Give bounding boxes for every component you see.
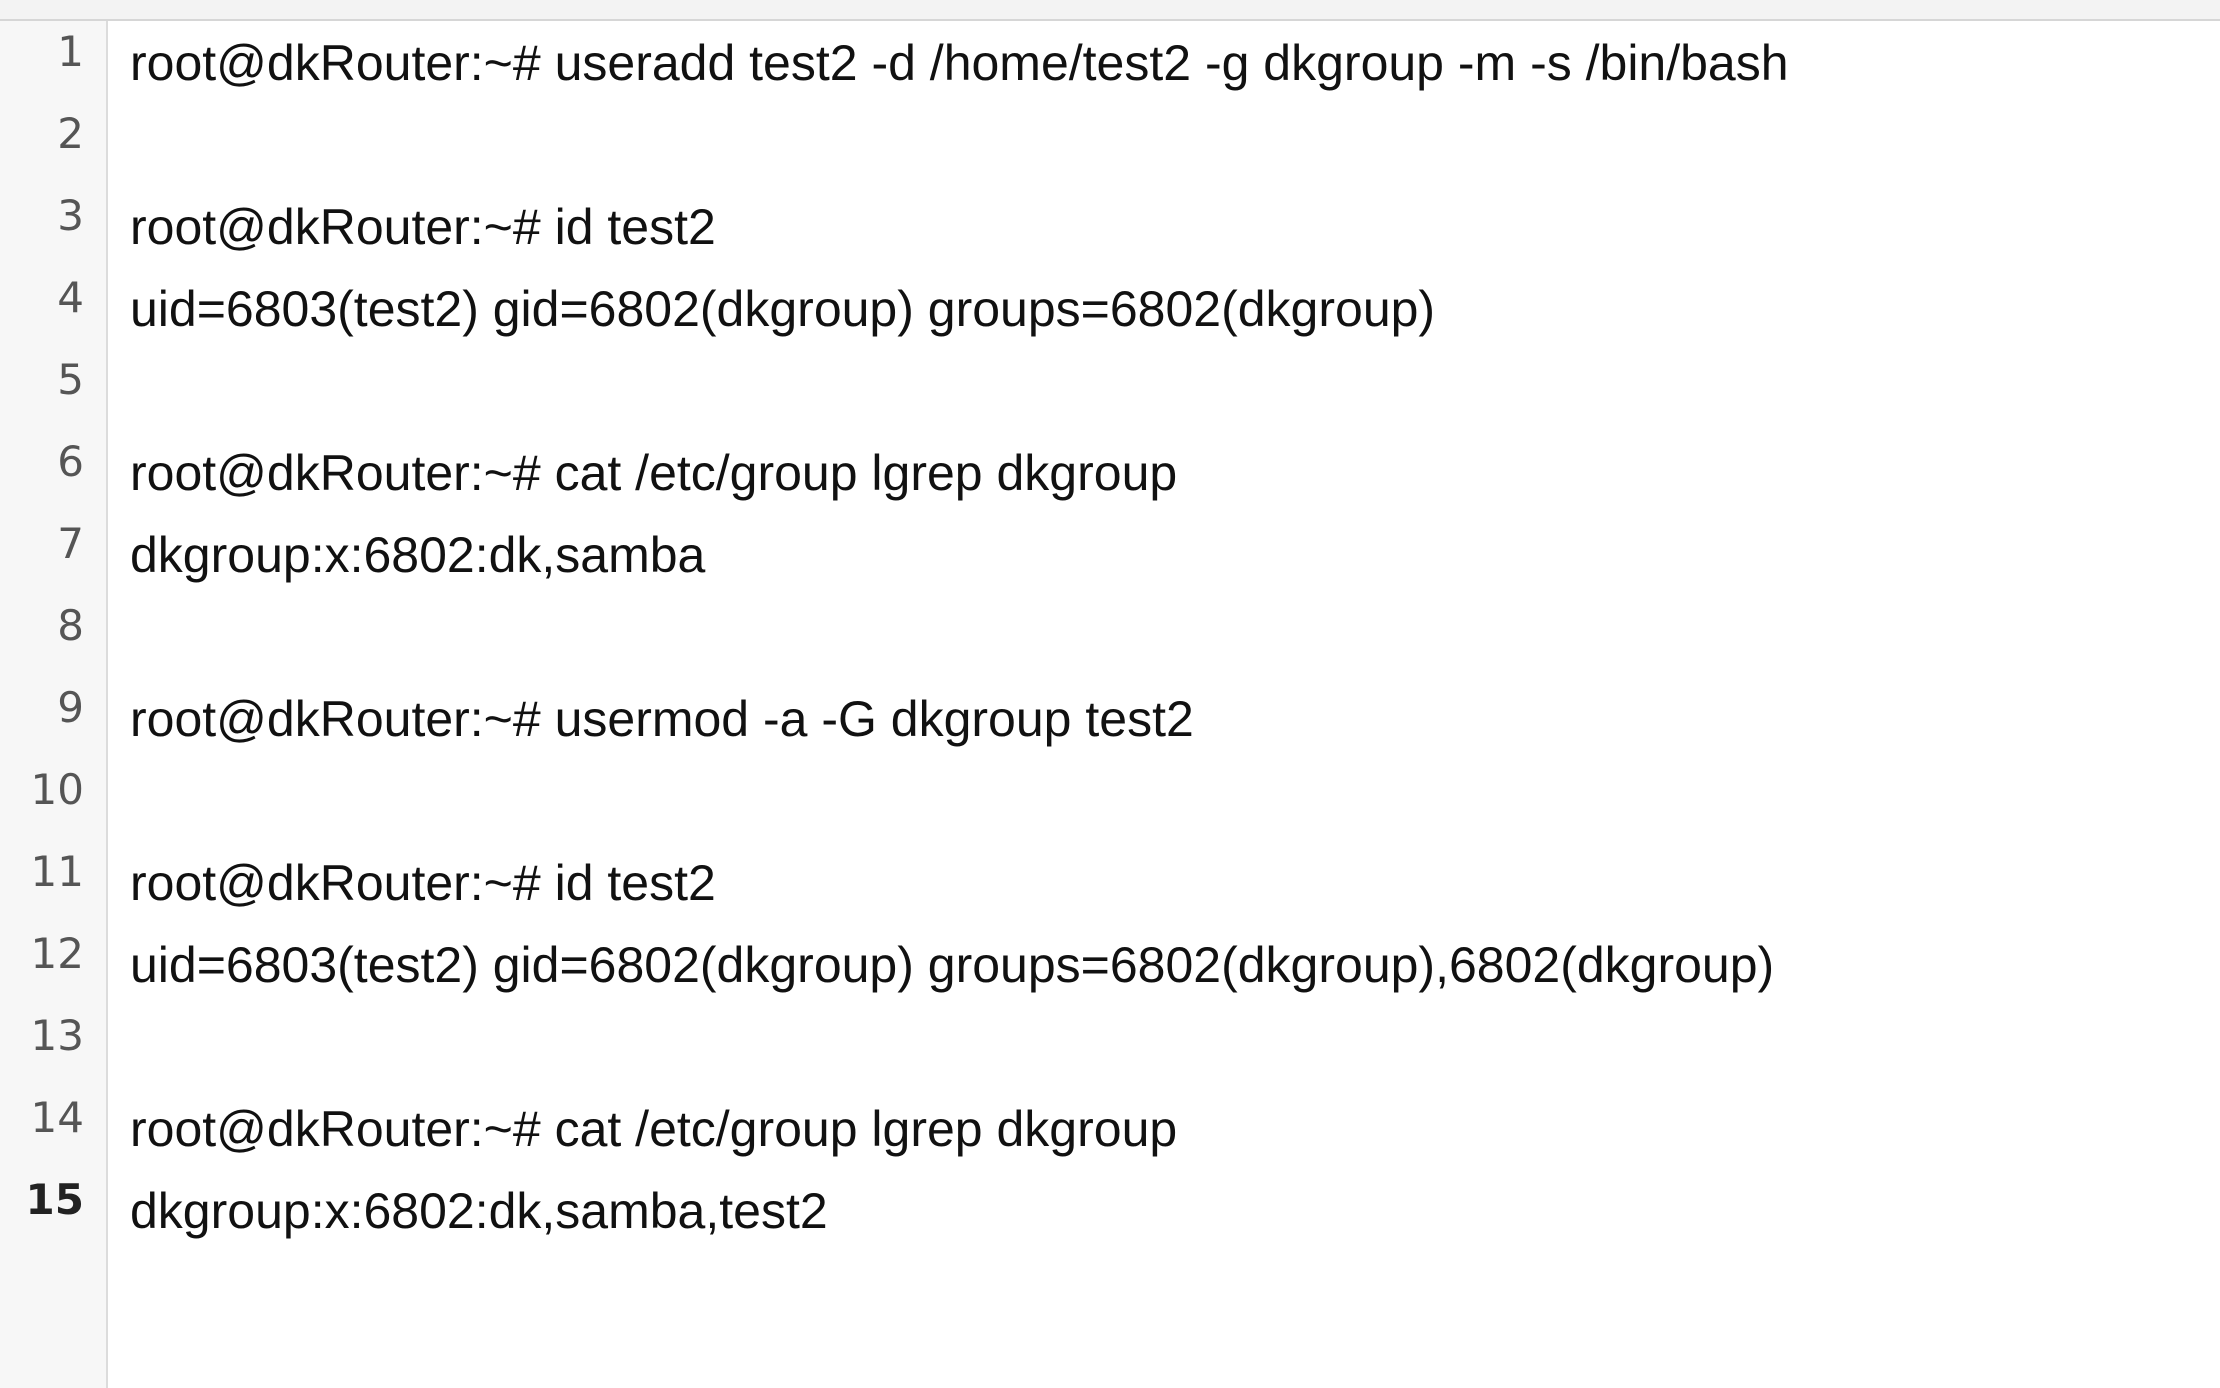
editor-line[interactable]: 11 root@dkRouter:~# id test2 — [0, 841, 2220, 923]
editor-top-bar — [0, 0, 2220, 21]
line-text[interactable]: dkgroup:x:6802:dk,samba — [130, 527, 706, 583]
editor-content[interactable]: 1 root@dkRouter:~# useradd test2 -d /hom… — [0, 21, 2220, 1251]
line-text[interactable]: root@dkRouter:~# useradd test2 -d /home/… — [130, 35, 1789, 91]
line-text[interactable]: dkgroup:x:6802:dk,samba,test2 — [130, 1183, 828, 1239]
editor-line[interactable]: 6 root@dkRouter:~# cat /etc/group lgrep … — [0, 431, 2220, 513]
line-number: 12 — [30, 929, 84, 978]
line-text[interactable]: uid=6803(test2) gid=6802(dkgroup) groups… — [130, 937, 1775, 993]
editor-line[interactable]: 10 — [0, 759, 2220, 841]
editor-line-current[interactable]: 15 dkgroup:x:6802:dk,samba,test2 — [0, 1169, 2220, 1251]
line-number: 14 — [30, 1093, 84, 1142]
line-text[interactable]: root@dkRouter:~# cat /etc/group lgrep dk… — [130, 445, 1178, 501]
line-number: 4 — [57, 273, 84, 322]
editor-line[interactable]: 14 root@dkRouter:~# cat /etc/group lgrep… — [0, 1087, 2220, 1169]
line-text[interactable]: root@dkRouter:~# id test2 — [130, 855, 716, 911]
line-number: 9 — [57, 683, 84, 732]
editor-line[interactable]: 9 root@dkRouter:~# usermod -a -G dkgroup… — [0, 677, 2220, 759]
line-number: 10 — [30, 765, 84, 814]
line-number: 6 — [57, 437, 84, 486]
editor-line[interactable]: 12 uid=6803(test2) gid=6802(dkgroup) gro… — [0, 923, 2220, 1005]
line-number: 8 — [57, 601, 84, 650]
editor-line[interactable]: 8 — [0, 595, 2220, 677]
line-text[interactable]: root@dkRouter:~# cat /etc/group lgrep dk… — [130, 1101, 1178, 1157]
line-number: 1 — [57, 27, 84, 76]
current-line-number: 15 — [25, 1175, 84, 1224]
editor-line[interactable]: 13 — [0, 1005, 2220, 1087]
line-number-gutter — [0, 21, 108, 1388]
editor-line[interactable]: 3 root@dkRouter:~# id test2 — [0, 185, 2220, 267]
line-text[interactable]: root@dkRouter:~# id test2 — [130, 199, 716, 255]
line-number: 5 — [57, 355, 84, 404]
line-number: 13 — [30, 1011, 84, 1060]
line-text[interactable]: uid=6803(test2) gid=6802(dkgroup) groups… — [130, 281, 1436, 337]
editor-line[interactable]: 2 — [0, 103, 2220, 185]
editor-line[interactable]: 7 dkgroup:x:6802:dk,samba — [0, 513, 2220, 595]
editor-line[interactable]: 1 root@dkRouter:~# useradd test2 -d /hom… — [0, 21, 2220, 103]
line-number: 11 — [30, 847, 84, 896]
editor-line[interactable]: 5 — [0, 349, 2220, 431]
line-number: 3 — [57, 191, 84, 240]
line-text[interactable]: root@dkRouter:~# usermod -a -G dkgroup t… — [130, 691, 1194, 747]
line-number: 2 — [57, 109, 84, 158]
editor-line[interactable]: 4 uid=6803(test2) gid=6802(dkgroup) grou… — [0, 267, 2220, 349]
line-number: 7 — [57, 519, 84, 568]
